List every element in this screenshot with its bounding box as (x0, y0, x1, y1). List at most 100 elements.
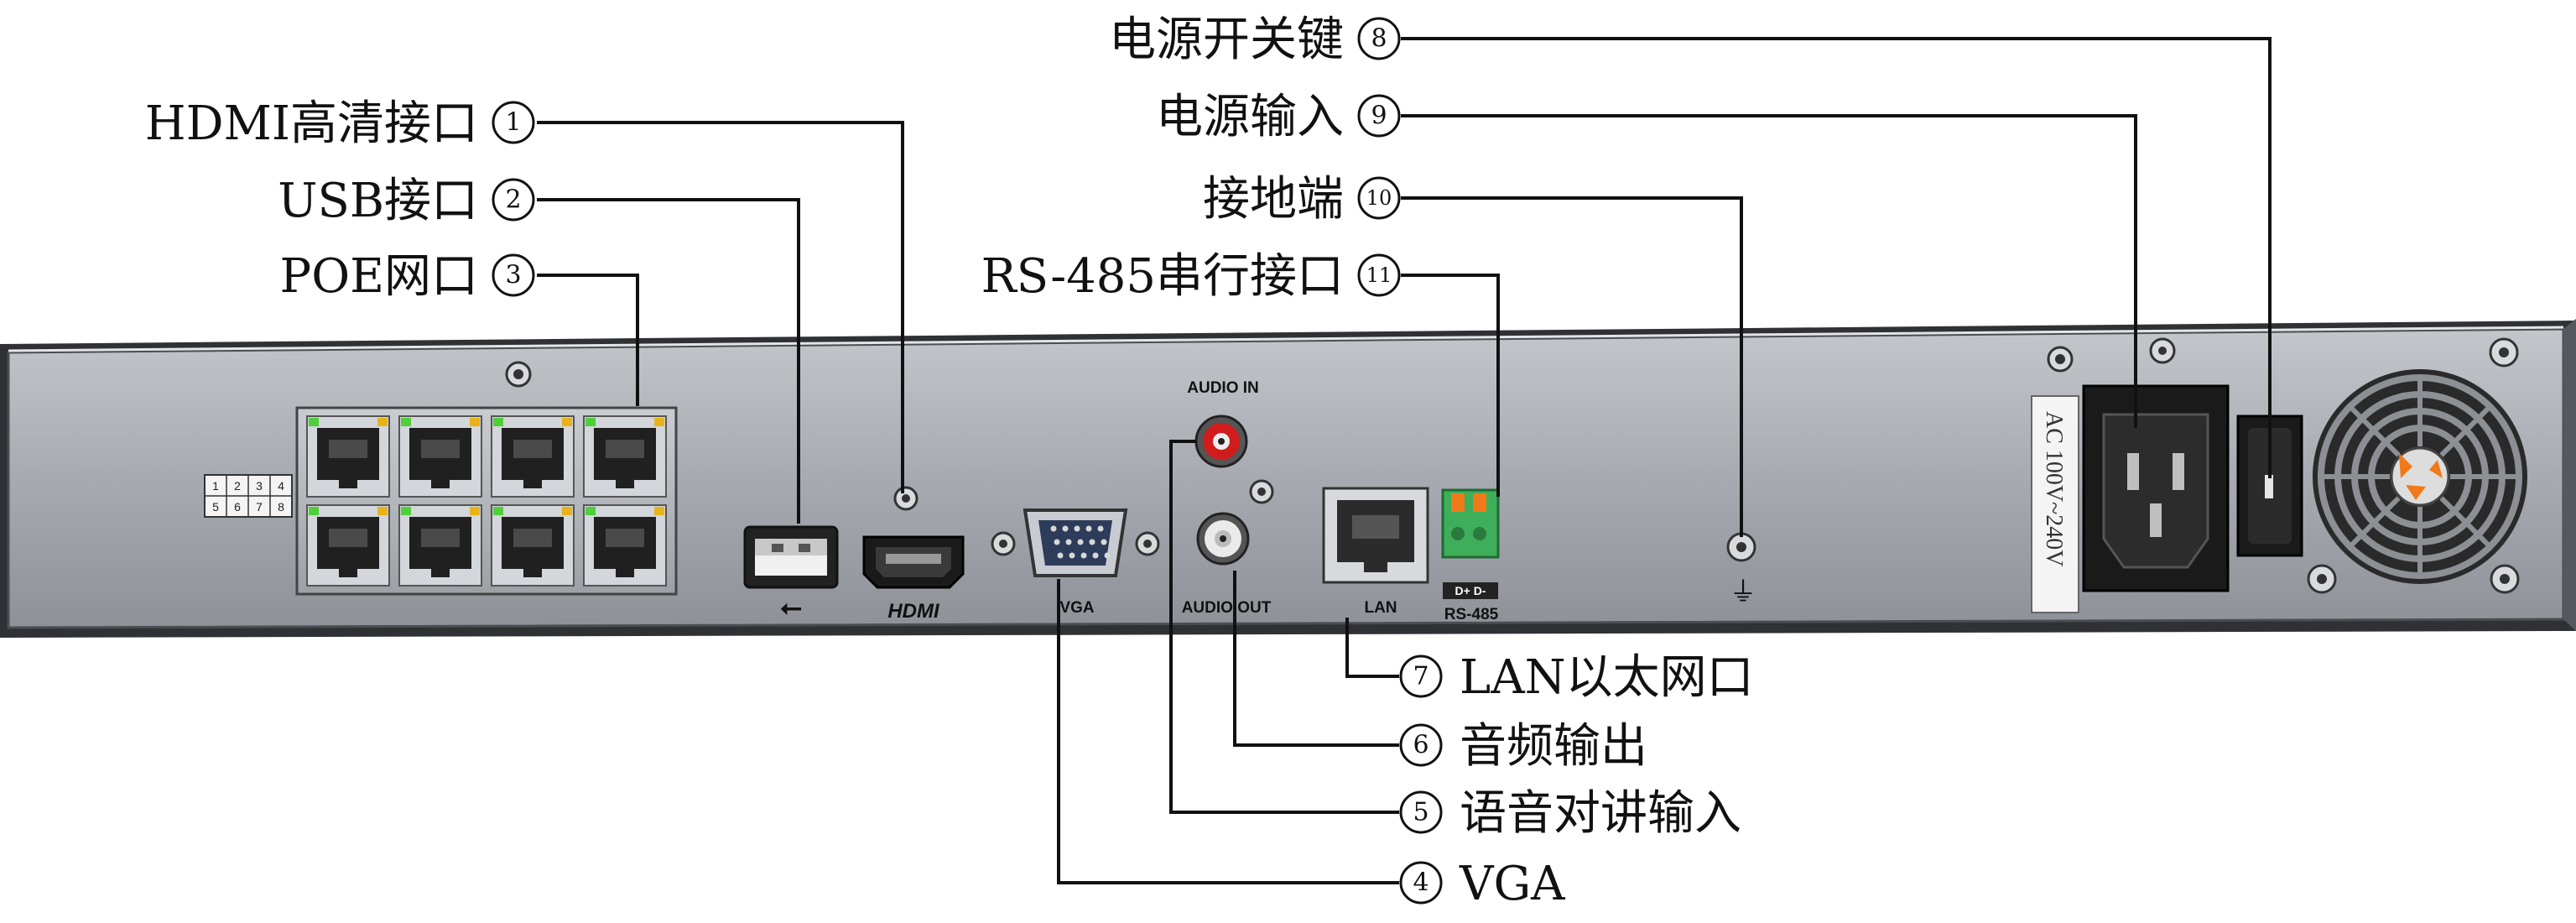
poe-rj45-jack[interactable] (306, 415, 390, 498)
port-map-cell: 6 (234, 500, 241, 514)
callout-number-11: 11 (1366, 263, 1392, 287)
callout-9: 电源输入 9 (1156, 90, 1401, 144)
vga-pin (1097, 525, 1104, 532)
callout-number-6: 6 (1413, 731, 1429, 760)
leader-line-2 (537, 198, 800, 524)
fan-spoke (2439, 402, 2495, 457)
fan-spoke (2345, 402, 2401, 457)
poe-rj45-jack[interactable] (306, 504, 390, 587)
leader-line-3 (537, 274, 639, 406)
fan-grille (2307, 337, 2527, 594)
lan-port[interactable] (1322, 487, 1429, 584)
poe-port-block[interactable] (295, 406, 678, 596)
vga-pin (1092, 552, 1099, 559)
hdmi-port[interactable] (862, 486, 965, 589)
rs485-pin-label: D+ D- (1455, 584, 1486, 597)
vga-pins (1050, 525, 1111, 559)
callout-label-10: 接地端 (1203, 172, 1344, 227)
callout-number-5: 5 (1413, 798, 1429, 827)
callout-label-9: 电源输入 (1156, 90, 1344, 144)
port-map-cell: 3 (256, 479, 263, 493)
port-map-grid: 1 2 3 4 5 6 7 8 (204, 474, 293, 518)
poe-rj45-jack[interactable] (583, 504, 667, 587)
callout-number-9: 9 (1371, 102, 1387, 131)
port-led (493, 418, 503, 426)
power-input-socket[interactable] (2082, 337, 2230, 592)
audio-out-panel-label: AUDIO OUT (1182, 599, 1272, 617)
port-led (401, 507, 411, 515)
vga-panel-label: VGA (1059, 599, 1094, 617)
vga-pin (1077, 539, 1084, 545)
callout-label-4: VGA (1459, 857, 1565, 911)
hdmi-logo: HDMI (887, 600, 940, 623)
vga-pin (1104, 552, 1111, 559)
port-led (377, 507, 388, 515)
callout-4: 4 VGA (1399, 857, 1565, 911)
callout-number-4: 4 (1413, 868, 1429, 898)
callout-label-3: POE网口 (280, 249, 478, 304)
callout-label-2: USB接口 (278, 174, 478, 228)
port-led (654, 507, 664, 515)
callout-number-7: 7 (1413, 662, 1429, 691)
poe-rj45-jack[interactable] (398, 504, 482, 587)
callout-8: 电源开关键 8 (1109, 13, 1401, 67)
callout-label-7: LAN以太网口 (1460, 650, 1754, 705)
vga-pin (1089, 539, 1095, 545)
port-led (585, 418, 596, 426)
psu-rating-plate: AC 100V~240V (2031, 395, 2079, 613)
ground-icon: ⏚ (1730, 576, 1756, 608)
port-led (585, 507, 596, 515)
audio-in-jack[interactable] (1194, 415, 1248, 468)
vga-pin (1101, 539, 1107, 545)
port-map-cell: 5 (212, 500, 219, 514)
poe-rj45-jack[interactable] (491, 504, 575, 587)
port-led (470, 507, 480, 515)
port-led (470, 418, 480, 426)
callout-label-1: HDMI高清接口 (145, 96, 478, 151)
port-led (309, 507, 319, 515)
callout-6: 6 音频输出 (1399, 719, 1647, 774)
poe-ports[interactable] (306, 415, 667, 587)
chassis-screws (505, 346, 2074, 388)
vga-port[interactable] (991, 508, 1160, 577)
callout-7: 7 LAN以太网口 (1399, 650, 1754, 705)
callout-1: HDMI高清接口 1 (145, 96, 535, 151)
vga-pin (1050, 525, 1057, 532)
leader-line-11 (1401, 274, 1500, 497)
leader-line-8 (1401, 37, 2272, 478)
lan-panel-label: LAN (1364, 599, 1397, 617)
vga-pin (1069, 552, 1075, 559)
callout-label-11: RS-485串行接口 (981, 249, 1344, 304)
rs485-terminal[interactable]: D+ D- (1441, 488, 1500, 599)
poe-rj45-jack[interactable] (398, 415, 482, 498)
callout-label-5: 语音对讲输入 (1460, 786, 1741, 841)
callout-label-6: 音频输出 (1460, 719, 1647, 774)
port-map-cell: 2 (234, 479, 241, 493)
vga-pin (1054, 539, 1060, 545)
port-led (309, 418, 319, 426)
leader-lines (537, 37, 2272, 884)
audio-out-jack[interactable] (1196, 479, 1274, 566)
port-led (562, 418, 572, 426)
vga-pin (1057, 552, 1064, 559)
poe-rj45-jack[interactable] (583, 415, 667, 498)
callout-label-8: 电源开关键 (1109, 13, 1344, 67)
leader-line-4 (1057, 579, 1399, 884)
callout-2: USB接口 2 (278, 174, 535, 228)
power-switch[interactable] (2236, 415, 2303, 557)
usb-port[interactable] (743, 525, 839, 589)
callout-number-2: 2 (505, 185, 521, 215)
leader-line-6 (1233, 571, 1399, 747)
callout-5: 5 语音对讲输入 (1399, 786, 1741, 841)
callout-number-3: 3 (505, 261, 521, 290)
psu-rating-text: AC 100V~240V (2041, 411, 2067, 567)
poe-rj45-jack[interactable] (491, 415, 575, 498)
fan-rings (2318, 374, 2522, 579)
callout-3: POE网口 3 (280, 249, 535, 304)
port-led (401, 418, 411, 426)
port-map-cell: 8 (278, 500, 284, 514)
vga-pin (1085, 525, 1092, 532)
ground-terminal[interactable] (1726, 532, 1756, 562)
callout-number-1: 1 (505, 108, 521, 138)
fan-spoke (2345, 496, 2401, 551)
